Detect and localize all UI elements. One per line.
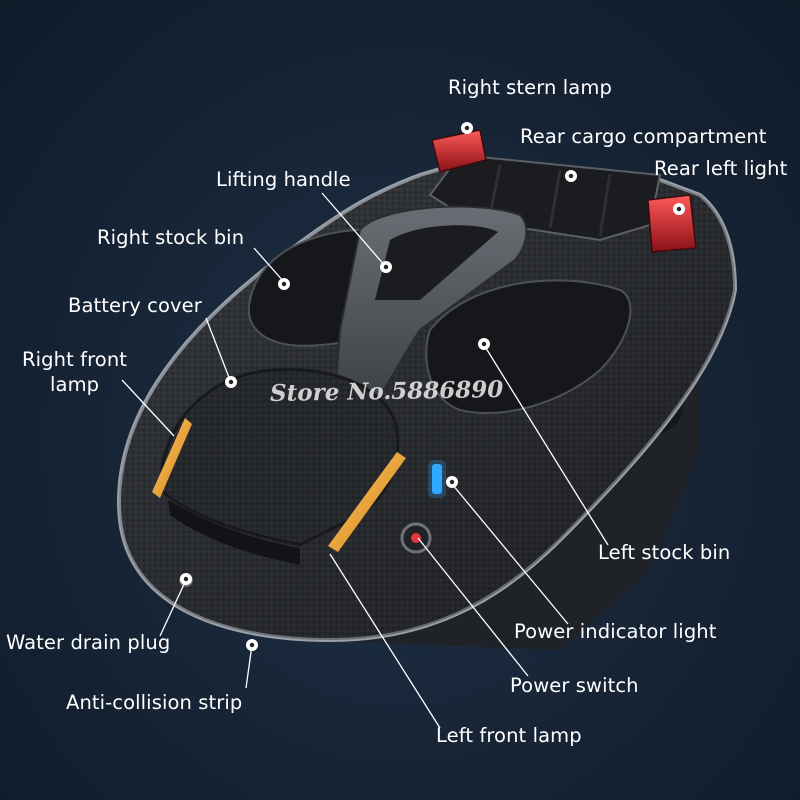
leader-power-indicator xyxy=(451,483,569,625)
leader-left-front-lamp xyxy=(329,553,441,729)
label-anti-collision-strip: Anti-collision strip xyxy=(66,691,243,714)
dot-center xyxy=(383,264,389,270)
right-stern-lamp xyxy=(431,129,487,173)
left-stock-bin-cavity xyxy=(425,279,632,414)
label-power-switch: Power switch xyxy=(510,674,639,697)
rear-cargo-tray-ribs xyxy=(488,164,612,237)
dot-center xyxy=(464,125,470,131)
power-indicator-light xyxy=(432,464,442,494)
battery-cover-edge xyxy=(168,500,300,565)
leader-battery-cover xyxy=(205,317,231,381)
leader-lines xyxy=(121,192,609,729)
label-rear-left-light: Rear left light xyxy=(654,157,788,180)
label-water-drain-plug: Water drain plug xyxy=(6,631,171,654)
battery-cover-shade xyxy=(160,369,398,545)
dot-center xyxy=(676,206,682,212)
dot-center xyxy=(183,576,189,582)
dot-center xyxy=(568,173,574,179)
label-right-stern-lamp: Right stern lamp xyxy=(448,76,612,99)
dot-center xyxy=(249,642,255,648)
right-front-lamp xyxy=(152,418,192,498)
label-rear-cargo-compartment: Rear cargo compartment xyxy=(520,125,767,148)
lifting-handle-opening xyxy=(375,225,498,300)
label-power-indicator-light: Power indicator light xyxy=(514,620,717,643)
label-left-front-lamp: Left front lamp xyxy=(436,724,582,747)
power-indicator-glow xyxy=(428,460,446,498)
power-switch-light xyxy=(411,533,421,543)
callout-dots xyxy=(180,122,685,651)
left-front-lamp xyxy=(328,452,406,552)
dot-center xyxy=(281,281,287,287)
leader-anti-collision xyxy=(245,644,253,689)
label-left-stock-bin: Left stock bin xyxy=(598,541,731,564)
label-right-front-lamp-line1: Right front xyxy=(22,348,128,371)
leader-power-switch xyxy=(417,537,529,677)
leader-right-front-lamp xyxy=(121,379,175,437)
dot-center xyxy=(228,379,234,385)
leader-left-stock-bin xyxy=(483,344,609,546)
watermark: Store No.5886890 xyxy=(269,375,504,408)
label-battery-cover: Battery cover xyxy=(68,294,202,317)
lifting-handle xyxy=(333,205,528,412)
dot-center xyxy=(449,479,455,485)
label-right-front-lamp-line2: lamp xyxy=(50,373,100,396)
leader-water-drain-plug xyxy=(159,579,187,637)
battery-cover xyxy=(158,367,400,547)
label-right-stock-bin: Right stock bin xyxy=(97,226,245,249)
leader-lifting-handle xyxy=(321,192,387,268)
dot-center xyxy=(481,341,487,347)
leader-right-stock-bin xyxy=(253,247,285,283)
rear-left-lamp xyxy=(647,194,697,253)
label-lifting-handle: Lifting handle xyxy=(216,168,351,191)
